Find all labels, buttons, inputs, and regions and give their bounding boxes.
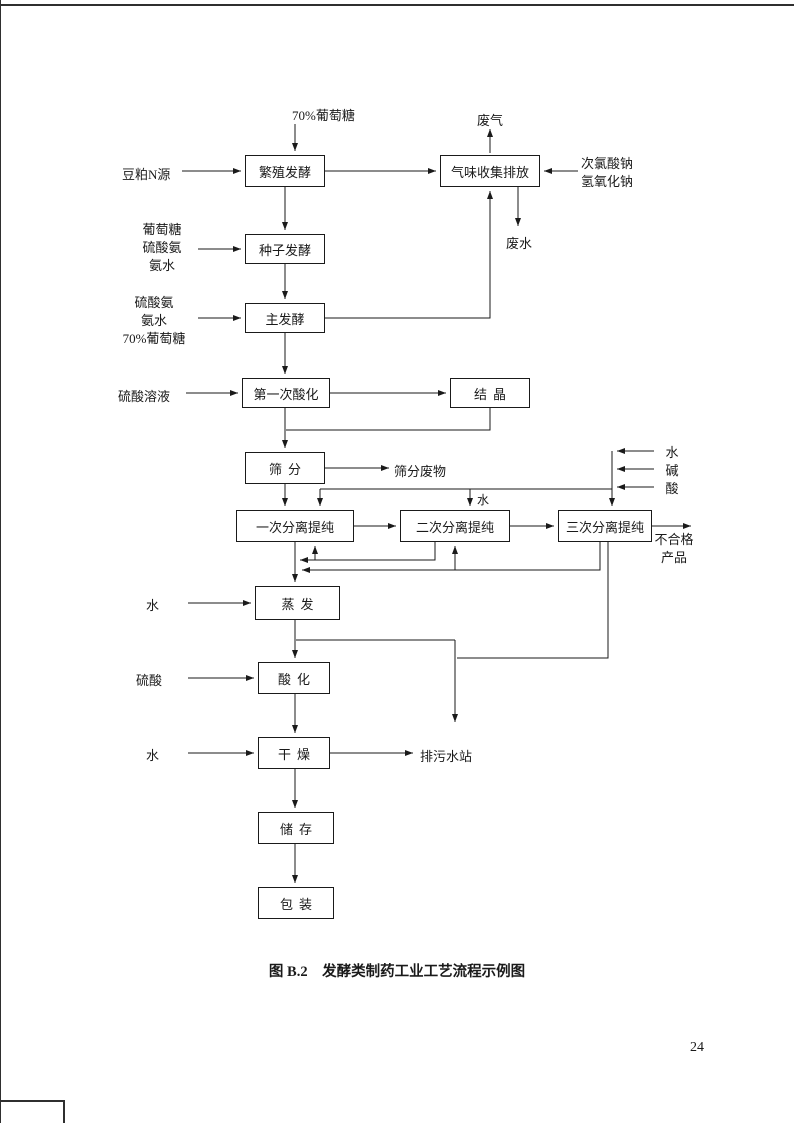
label-sodium-hydroxide: 氢氧化钠 xyxy=(581,174,634,189)
label-ammonium-sulfate-2: 硫酸氨 xyxy=(134,295,174,310)
label-water-right: 水 xyxy=(665,445,679,460)
node-storage: 储存 xyxy=(258,812,334,844)
label-soybean-n-source: 豆粕N源 xyxy=(122,167,171,182)
node-secondary-separation: 二次分离提纯 xyxy=(400,510,510,542)
node-main-fermentation: 主发酵 xyxy=(245,303,325,333)
label-ammonia-water: 氨水 xyxy=(148,258,175,273)
label-water-evaporation: 水 xyxy=(146,598,160,613)
node-first-acidification: 第一次酸化 xyxy=(242,378,330,408)
node-evaporation: 蒸发 xyxy=(255,586,340,620)
label-ammonia-water-2: 氨水 xyxy=(140,313,167,328)
scan-edge-left xyxy=(0,0,1,1123)
node-drying: 干燥 xyxy=(258,737,330,769)
label-glucose70-top: 70%葡萄糖 xyxy=(292,108,355,123)
scan-corner-horizontal xyxy=(0,1100,64,1102)
node-crystallization: 结晶 xyxy=(450,378,530,408)
label-unqualified-product: 不合格 产品 xyxy=(650,531,698,567)
label-right-feed: 水 碱 酸 xyxy=(662,444,682,498)
label-sodium-hypochlorite: 次氯酸钠 xyxy=(581,156,634,171)
node-packaging: 包装 xyxy=(258,887,334,919)
label-glucose: 葡萄糖 xyxy=(142,222,182,237)
label-seed-feed: 葡萄糖 硫酸氨 氨水 xyxy=(126,221,198,275)
node-acidification: 酸化 xyxy=(258,662,330,694)
label-alkali-right: 碱 xyxy=(665,463,679,478)
scan-edge-top xyxy=(0,4,794,6)
label-ammonium-sulfate: 硫酸氨 xyxy=(142,240,182,255)
node-tertiary-separation: 三次分离提纯 xyxy=(558,510,652,542)
label-sewage-station: 排污水站 xyxy=(420,749,473,764)
node-odor-collection-discharge: 气味收集排放 xyxy=(440,155,540,187)
label-waste-gas: 废气 xyxy=(477,113,504,128)
label-sieve-waste: 筛分废物 xyxy=(394,464,447,479)
label-sulfuric-acid: 硫酸 xyxy=(136,673,163,688)
node-sieving: 筛分 xyxy=(245,452,325,484)
label-water-sep2: 水 xyxy=(477,493,490,507)
label-unqualified-line2: 产品 xyxy=(660,550,687,565)
label-main-feed: 硫酸氨 氨水 70%葡萄糖 xyxy=(110,294,198,348)
label-odor-treatment-chemicals: 次氯酸钠 氢氧化钠 xyxy=(581,155,651,191)
label-unqualified-line1: 不合格 xyxy=(654,532,694,547)
label-acid-right: 酸 xyxy=(665,481,679,496)
page-number: 24 xyxy=(690,1040,704,1055)
node-propagation-fermentation: 繁殖发酵 xyxy=(245,155,325,187)
figure-caption: 图 B.2 发酵类制药工业工艺流程示例图 xyxy=(268,964,526,980)
node-seed-fermentation: 种子发酵 xyxy=(245,234,325,264)
scan-corner-vertical xyxy=(63,1100,65,1123)
label-sulfuric-solution: 硫酸溶液 xyxy=(118,389,171,404)
label-glucose70: 70%葡萄糖 xyxy=(122,331,186,346)
label-waste-water: 废水 xyxy=(506,236,533,251)
node-primary-separation: 一次分离提纯 xyxy=(236,510,354,542)
label-water-drying: 水 xyxy=(146,748,160,763)
